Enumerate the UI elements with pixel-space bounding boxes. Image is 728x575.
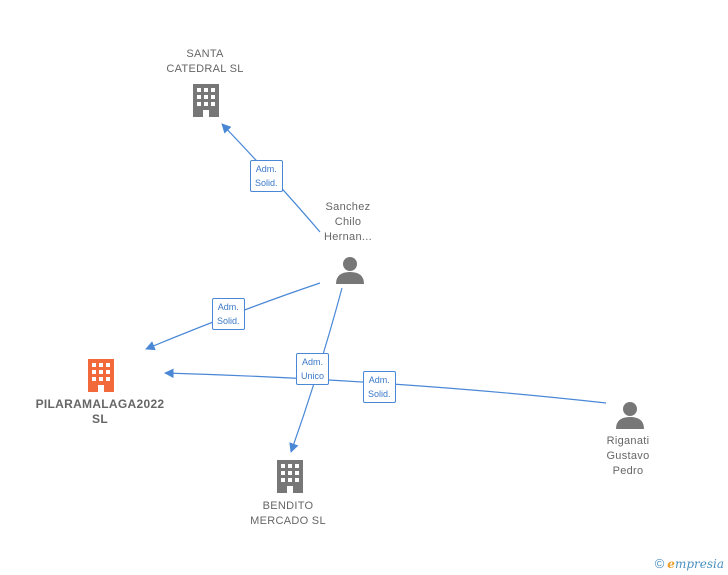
node-label-santa-catedral[interactable]: SANTA CATEDRAL SL [166, 48, 244, 75]
edge-label-adm-unico: Adm. Unico [296, 353, 330, 385]
building-icon[interactable] [277, 460, 303, 493]
brand-logo[interactable]: empresia [667, 556, 724, 571]
edge-label-adm-solid: Adm. Solid. [250, 160, 283, 192]
building-icon[interactable] [88, 359, 114, 392]
building-icon[interactable] [193, 84, 219, 117]
node-label-bendito-mercado[interactable]: BENDITO MERCADO SL [250, 500, 326, 527]
edge-label-adm-solid: Adm. Solid. [363, 371, 396, 403]
person-icon[interactable] [336, 257, 364, 284]
footer-brand: © empresia [655, 556, 724, 571]
copyright-icon: © [654, 556, 665, 571]
node-label-riganati[interactable]: Riganati Gustavo Pedro [606, 435, 650, 477]
person-icon[interactable] [616, 402, 644, 429]
node-label-sanchez[interactable]: Sanchez Chilo Hernan... [324, 201, 372, 243]
edge-label-adm-solid: Adm. Solid. [212, 298, 245, 330]
node-label-pilaramalaga[interactable]: PILARAMALAGA2022 SL [35, 397, 165, 426]
